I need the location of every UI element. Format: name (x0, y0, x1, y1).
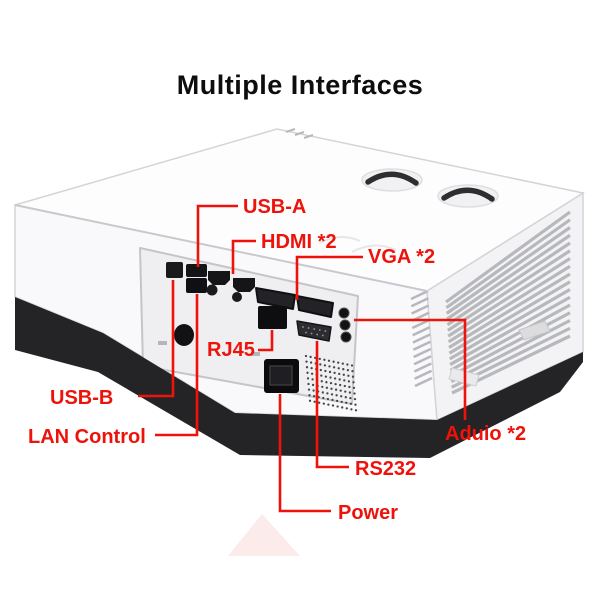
panel-hole-2 (232, 292, 242, 302)
port-lan (186, 278, 207, 293)
port-vga-1 (255, 287, 296, 310)
panel-print-mark-1 (158, 341, 167, 345)
port-audio-jacks (338, 307, 352, 343)
label-usb-a: USB-A (243, 196, 306, 218)
top-vent-slits (285, 128, 314, 139)
leader-line-hdmi (231, 239, 256, 274)
side-vent-grille (445, 210, 571, 395)
panel-print-mark-2 (251, 352, 260, 356)
leader-line-audio (354, 318, 467, 420)
leader-line-usb-b (138, 280, 175, 398)
label-rs232: RS232 (355, 458, 416, 480)
port-hdmi-1 (208, 271, 230, 285)
power-inlet-port (264, 359, 299, 393)
leader-line-lan (155, 294, 199, 437)
port-usb-a (186, 264, 207, 277)
panel-hole-1 (206, 284, 218, 296)
top-handle-recess-2 (437, 184, 499, 208)
leader-lines (138, 204, 467, 513)
top-emboss-arcs (319, 236, 397, 253)
port-vga-2 (296, 295, 334, 318)
leader-line-rs232 (315, 341, 349, 469)
port-labels: USB-A HDMI *2 VGA *2 RJ45 USB-B LAN Cont… (28, 196, 526, 524)
page-title: Multiple Interfaces (176, 70, 424, 100)
projector-body (14, 128, 585, 458)
label-rj45: RJ45 (207, 339, 255, 361)
label-hdmi: HDMI *2 (261, 231, 337, 253)
label-audio: Aduio *2 (445, 423, 526, 445)
base-foot-2 (518, 320, 551, 341)
bottom-base (15, 297, 583, 458)
port-usb-b (166, 262, 183, 278)
rs232-pins (302, 326, 327, 337)
leader-line-rj45 (258, 330, 274, 352)
leader-line-vga (295, 255, 363, 300)
label-lan-control: LAN Control (28, 426, 146, 448)
label-power: Power (338, 502, 398, 524)
port-rj45 (258, 306, 287, 329)
leader-line-power (278, 394, 331, 513)
top-handle-recess-1 (361, 168, 423, 192)
leader-line-usb-a (196, 204, 238, 267)
label-vga: VGA *2 (368, 246, 435, 268)
panel-round-hole (174, 324, 194, 346)
port-hdmi-2 (233, 278, 255, 292)
label-usb-b: USB-B (50, 387, 113, 409)
front-top-seam (14, 204, 428, 292)
